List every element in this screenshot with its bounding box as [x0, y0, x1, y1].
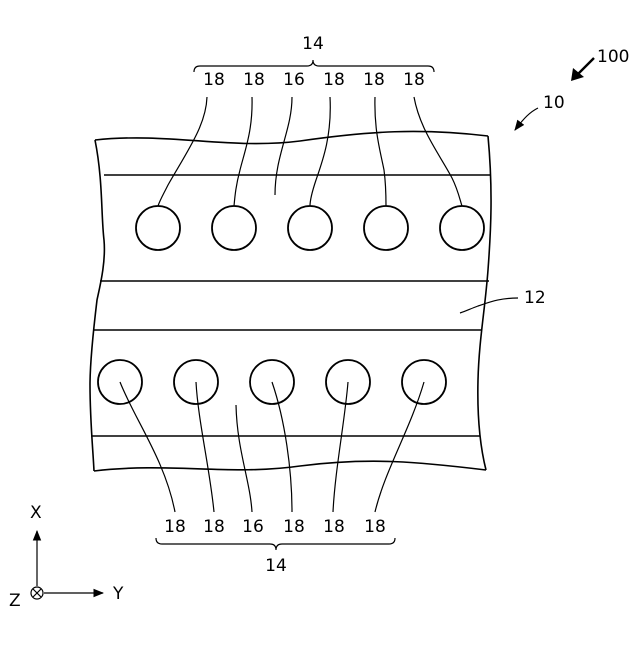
- top-hole-4: [364, 206, 408, 250]
- x-axis-label: X: [30, 503, 42, 523]
- bottom-group-ref-label: 14: [265, 556, 287, 576]
- top-leader-6: [414, 97, 462, 206]
- top-hole-3: [288, 206, 332, 250]
- bottom-label-3: 16: [242, 517, 264, 537]
- body-ref-label: 10: [543, 93, 565, 113]
- top-hole-5: [440, 206, 484, 250]
- body-ref-arrow: [515, 108, 538, 130]
- assembly-ref-label: 100: [597, 47, 629, 67]
- y-axis-label: Y: [112, 584, 124, 604]
- bottom-leader-3: [236, 405, 252, 512]
- top-label-4: 18: [323, 70, 345, 90]
- middle-band-ref-label: 12: [524, 288, 546, 308]
- top-label-2: 18: [243, 70, 265, 90]
- assembly-ref-arrow-shaft: [578, 58, 594, 74]
- bottom-label-6: 18: [364, 517, 386, 537]
- top-label-1: 18: [203, 70, 225, 90]
- top-hole-2: [212, 206, 256, 250]
- bottom-leader-1: [120, 382, 175, 512]
- bottom-label-1: 18: [164, 517, 186, 537]
- top-label-3: 16: [283, 70, 305, 90]
- top-leader-5: [375, 97, 386, 206]
- top-group-brace: [194, 60, 434, 72]
- bottom-label-5: 18: [323, 517, 345, 537]
- middle-band-leader: [460, 298, 518, 313]
- z-axis-into-page-icon: [31, 587, 43, 599]
- top-leader-2: [234, 97, 252, 206]
- top-leader-1: [158, 97, 207, 206]
- bottom-label-4: 18: [283, 517, 305, 537]
- bottom-label-2: 18: [203, 517, 225, 537]
- z-axis-label: Z: [9, 591, 21, 611]
- top-label-5: 18: [363, 70, 385, 90]
- bottom-group-brace: [156, 538, 395, 550]
- top-leader-3: [275, 97, 292, 195]
- top-leader-4: [310, 97, 330, 206]
- top-group-ref-label: 14: [302, 34, 324, 54]
- body-left-edge: [90, 140, 104, 471]
- top-label-6: 18: [403, 70, 425, 90]
- top-hole-1: [136, 206, 180, 250]
